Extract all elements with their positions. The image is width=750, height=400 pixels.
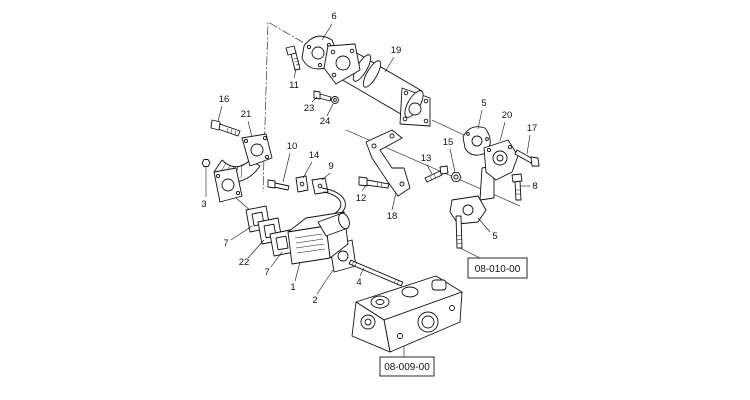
callout-5-lower: 5	[492, 231, 497, 242]
callout-14: 14	[309, 150, 320, 161]
part-11-bolt	[285, 45, 301, 71]
reference-box-08-010-00[interactable]: 08-010-00	[467, 257, 528, 279]
callout-2: 2	[312, 295, 317, 306]
part-7-gasket-right	[269, 229, 295, 257]
callout-15: 15	[443, 137, 454, 148]
part-8-bolt	[511, 173, 523, 201]
reference-box-08-009-00[interactable]: 08-009-00	[379, 356, 435, 377]
callout-3: 3	[201, 199, 206, 210]
part-3-flange	[201, 159, 243, 203]
part-17-bolt	[514, 149, 540, 167]
part-4-stud	[348, 259, 404, 287]
part-5-gasket-lower	[449, 195, 487, 249]
reference-label: 08-010-00	[475, 264, 521, 275]
callout-11: 11	[289, 80, 299, 91]
callout-21: 21	[241, 109, 252, 120]
part-23-bolt	[313, 90, 332, 102]
part-13-bolt	[424, 165, 449, 183]
part-15-nut	[450, 172, 462, 182]
part-20-housing	[479, 139, 519, 201]
callout-7-left: 7	[223, 238, 228, 249]
callout-13: 13	[421, 153, 432, 164]
callout-24: 24	[320, 116, 331, 127]
part-19-tube	[323, 43, 431, 127]
callout-16: 16	[219, 94, 230, 105]
part-18-bracket	[365, 129, 411, 197]
part-14-clip	[295, 175, 309, 193]
callout-12: 12	[356, 193, 367, 204]
callouts: 6 19 11 16 21 23 24 5 20 17 10 14 9 15 1…	[201, 11, 537, 306]
callout-19: 19	[391, 45, 402, 56]
part-5-gasket-upper	[462, 126, 491, 156]
callout-10: 10	[287, 141, 298, 152]
callout-8: 8	[532, 181, 537, 192]
callout-1: 1	[290, 282, 295, 293]
callout-23: 23	[304, 103, 315, 114]
reference-box-frame	[467, 257, 528, 279]
callout-17: 17	[527, 123, 538, 134]
part-24-washer	[331, 96, 339, 104]
callout-22: 22	[239, 257, 250, 268]
part-12-bolt	[358, 176, 390, 189]
callout-9: 9	[328, 161, 333, 172]
callout-20: 20	[502, 110, 513, 121]
callout-4: 4	[356, 277, 361, 288]
callout-6: 6	[331, 11, 336, 22]
intake-cover	[351, 275, 463, 353]
callout-5-upper: 5	[481, 98, 486, 109]
part-10-bolt	[267, 179, 290, 191]
callout-18: 18	[387, 211, 398, 222]
part-16-bolt	[210, 119, 241, 137]
part-1-valve	[287, 187, 350, 265]
reference-box-frame	[379, 356, 435, 377]
reference-label: 08-009-00	[384, 362, 430, 373]
part-9-clip	[311, 177, 329, 195]
leader-lines	[205, 23, 531, 295]
callout-7-right: 7	[264, 267, 269, 278]
